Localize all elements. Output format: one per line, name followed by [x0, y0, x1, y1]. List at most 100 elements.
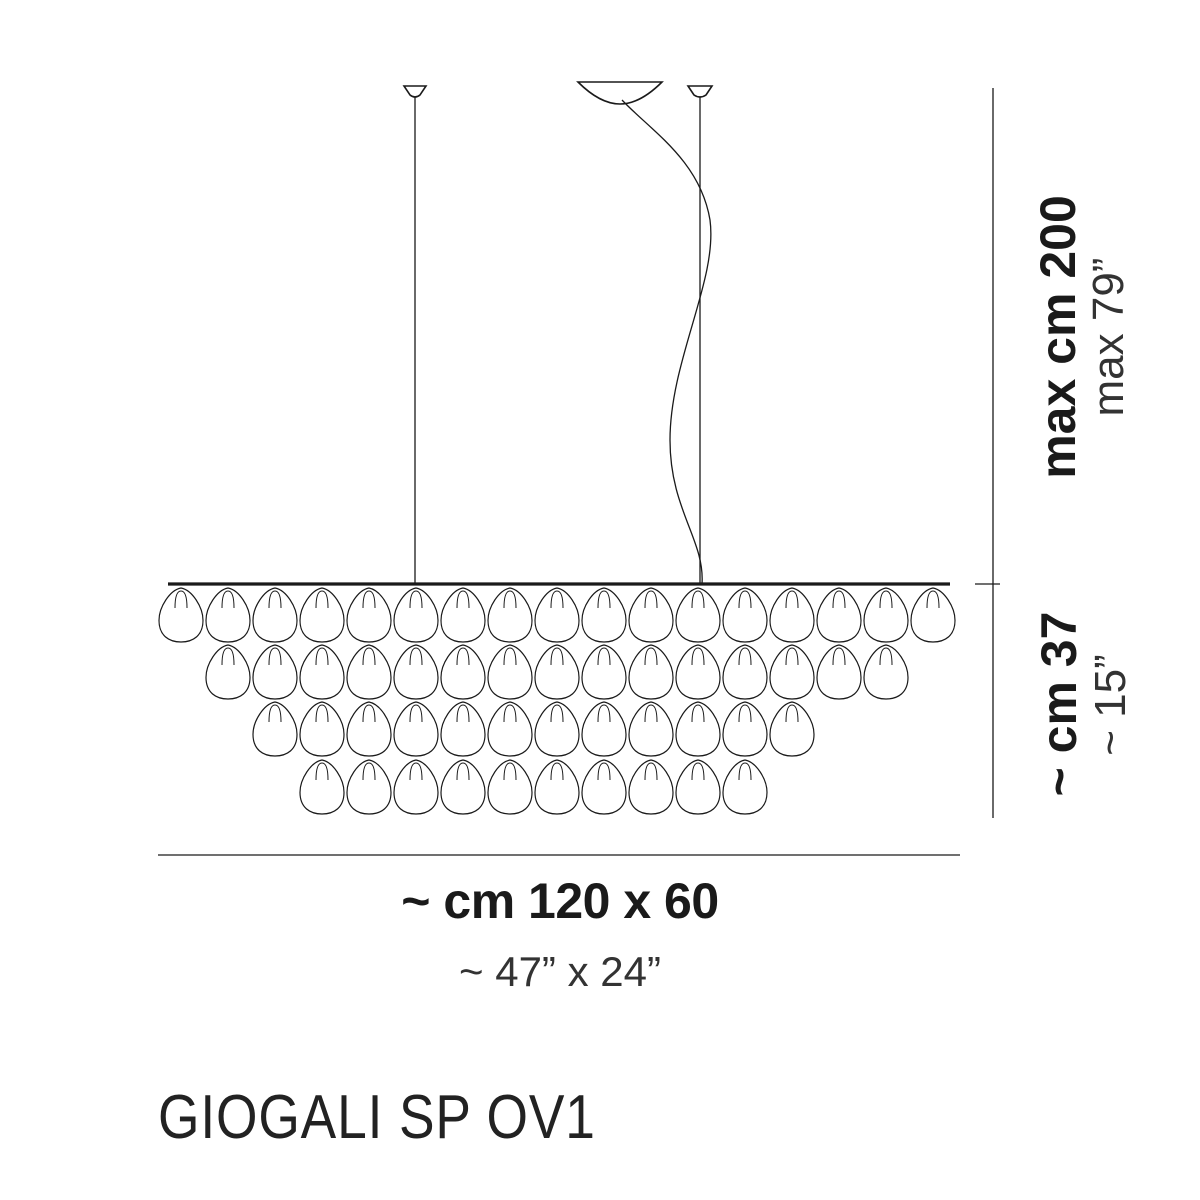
- glass-drop-r3-4: [393, 701, 439, 757]
- ceiling-canopy-left: [402, 85, 428, 98]
- glass-drop-core-r1-1: [174, 590, 188, 609]
- glass-drop-core-r2-8: [550, 647, 564, 666]
- glass-drop-r1-13: [722, 587, 768, 643]
- glass-drop-core-r3-2: [315, 704, 329, 723]
- glass-drop-core-r2-13: [785, 647, 799, 666]
- glass-drop-core-r2-15: [879, 647, 893, 666]
- glass-drop-core-r4-8: [644, 762, 658, 781]
- glass-drop-r1-5: [346, 587, 392, 643]
- glass-drop-core-r4-4: [456, 762, 470, 781]
- body-height-dimension-inches: ~ 15”: [1086, 654, 1135, 756]
- glass-drop-r3-12: [769, 701, 815, 757]
- glass-drop-r4-7: [581, 759, 627, 815]
- glass-drop-core-r4-10: [738, 762, 752, 781]
- glass-drop-core-r2-5: [409, 647, 423, 666]
- glass-drop-core-r2-3: [315, 647, 329, 666]
- glass-drop-r2-1: [205, 644, 251, 700]
- glass-drop-core-r2-12: [738, 647, 752, 666]
- glass-drop-core-r1-17: [926, 590, 940, 609]
- glass-drop-core-r4-5: [503, 762, 517, 781]
- glass-drop-r1-17: [910, 587, 956, 643]
- glass-drop-r3-8: [581, 701, 627, 757]
- glass-drop-core-r1-3: [268, 590, 282, 609]
- glass-drops-group: [158, 587, 956, 815]
- glass-drop-r4-5: [487, 759, 533, 815]
- glass-drop-r2-8: [534, 644, 580, 700]
- glass-drop-core-r3-10: [691, 704, 705, 723]
- product-name: GIOGALI SP OV1: [158, 1083, 596, 1152]
- glass-drop-r4-4: [440, 759, 486, 815]
- glass-drop-r2-12: [722, 644, 768, 700]
- glass-drop-core-r4-6: [550, 762, 564, 781]
- glass-drop-core-r1-10: [597, 590, 611, 609]
- glass-drop-core-r2-1: [221, 647, 235, 666]
- glass-drop-r2-5: [393, 644, 439, 700]
- glass-drop-core-r1-11: [644, 590, 658, 609]
- glass-drop-core-r4-2: [362, 762, 376, 781]
- glass-drop-r1-1: [158, 587, 204, 643]
- glass-drop-core-r3-1: [268, 704, 282, 723]
- power-cord: [621, 99, 712, 585]
- glass-drop-core-r2-4: [362, 647, 376, 666]
- glass-drop-core-r1-16: [879, 590, 893, 609]
- glass-drop-r4-10: [722, 759, 768, 815]
- glass-drop-core-r3-9: [644, 704, 658, 723]
- glass-drop-core-r4-1: [315, 762, 329, 781]
- glass-drop-core-r2-11: [691, 647, 705, 666]
- glass-drop-core-r1-15: [832, 590, 846, 609]
- glass-drop-core-r2-2: [268, 647, 282, 666]
- glass-drop-core-r3-3: [362, 704, 376, 723]
- glass-drop-r1-11: [628, 587, 674, 643]
- max-height-dimension-inches: max 79”: [1084, 257, 1133, 417]
- glass-drop-core-r3-8: [597, 704, 611, 723]
- glass-drop-r4-3: [393, 759, 439, 815]
- glass-drop-r3-5: [440, 701, 486, 757]
- glass-drop-r2-3: [299, 644, 345, 700]
- glass-drop-core-r4-7: [597, 762, 611, 781]
- glass-drop-core-r1-5: [362, 590, 376, 609]
- glass-drop-core-r3-11: [738, 704, 752, 723]
- glass-drop-core-r1-14: [785, 590, 799, 609]
- glass-drop-core-r1-8: [503, 590, 517, 609]
- glass-drop-core-r2-6: [456, 647, 470, 666]
- glass-drop-core-r1-12: [691, 590, 705, 609]
- glass-drop-r1-10: [581, 587, 627, 643]
- glass-drop-r3-11: [722, 701, 768, 757]
- glass-drop-core-r3-12: [785, 704, 799, 723]
- glass-drop-r2-7: [487, 644, 533, 700]
- glass-drop-r4-8: [628, 759, 674, 815]
- glass-drop-core-r4-9: [691, 762, 705, 781]
- glass-drop-r1-3: [252, 587, 298, 643]
- glass-drop-r1-4: [299, 587, 345, 643]
- width-dimension-inches: ~ 47” x 24”: [459, 948, 661, 995]
- glass-drop-core-r3-6: [503, 704, 517, 723]
- ceiling-rose-center: [576, 81, 664, 105]
- glass-drop-r3-9: [628, 701, 674, 757]
- glass-drop-core-r2-14: [832, 647, 846, 666]
- glass-drop-r4-6: [534, 759, 580, 815]
- glass-drop-core-r1-4: [315, 590, 329, 609]
- glass-drop-r1-8: [487, 587, 533, 643]
- glass-drop-core-r1-6: [409, 590, 423, 609]
- glass-drop-core-r3-4: [409, 704, 423, 723]
- glass-drop-core-r3-5: [456, 704, 470, 723]
- glass-drop-core-r1-7: [456, 590, 470, 609]
- glass-drop-core-r4-3: [409, 762, 423, 781]
- width-dimension-cm: ~ cm 120 x 60: [401, 873, 719, 929]
- glass-drop-r2-15: [863, 644, 909, 700]
- glass-drop-r1-6: [393, 587, 439, 643]
- glass-drop-r2-2: [252, 644, 298, 700]
- glass-drop-r1-16: [863, 587, 909, 643]
- glass-drop-r4-9: [675, 759, 721, 815]
- glass-drop-r2-6: [440, 644, 486, 700]
- glass-drop-r3-7: [534, 701, 580, 757]
- glass-drop-r1-9: [534, 587, 580, 643]
- glass-drop-r2-14: [816, 644, 862, 700]
- glass-drop-core-r1-2: [221, 590, 235, 609]
- glass-drop-r3-10: [675, 701, 721, 757]
- glass-drop-core-r2-10: [644, 647, 658, 666]
- glass-drop-r1-2: [205, 587, 251, 643]
- glass-drop-r3-1: [252, 701, 298, 757]
